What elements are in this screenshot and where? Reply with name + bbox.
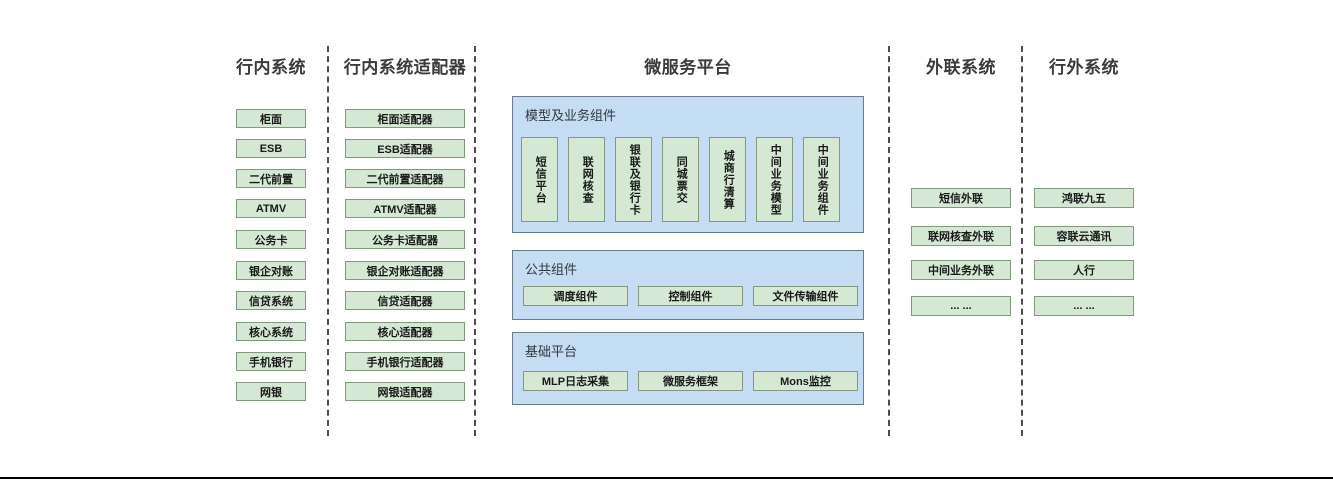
node-external-link-system[interactable]: ... ... [911, 296, 1011, 316]
node-business-component[interactable]: 短信平台 [521, 137, 558, 222]
divider-3 [888, 46, 890, 436]
node-internal-system[interactable]: 信贷系统 [236, 291, 306, 310]
divider-4 [1021, 46, 1023, 436]
node-internal-system[interactable]: 手机银行 [236, 352, 306, 371]
node-internal-system[interactable]: ESB [236, 139, 306, 158]
node-internal-system[interactable]: ATMV [236, 199, 306, 218]
column-title-internal-adapters: 行内系统适配器 [343, 58, 467, 77]
node-internal-adapter[interactable]: 信贷适配器 [345, 291, 465, 310]
node-outside-system[interactable]: 容联云通讯 [1034, 226, 1134, 246]
node-business-component[interactable]: 联网核查 [568, 137, 605, 222]
node-public-component[interactable]: 文件传输组件 [753, 286, 858, 306]
node-base-platform-component[interactable]: 微服务框架 [638, 371, 743, 391]
node-business-component[interactable]: 中间业务模型 [756, 137, 793, 222]
node-internal-system[interactable]: 网银 [236, 382, 306, 401]
node-internal-adapter[interactable]: 二代前置适配器 [345, 169, 465, 188]
node-internal-system[interactable]: 公务卡 [236, 230, 306, 249]
node-external-link-system[interactable]: 联网核查外联 [911, 226, 1011, 246]
node-internal-adapter[interactable]: 网银适配器 [345, 382, 465, 401]
node-outside-system[interactable]: 鸿联九五 [1034, 188, 1134, 208]
panel-public-components: 公共组件 [512, 250, 864, 320]
node-base-platform-component[interactable]: Mons监控 [753, 371, 858, 391]
node-business-component[interactable]: 中间业务组件 [803, 137, 840, 222]
node-internal-adapter[interactable]: 手机银行适配器 [345, 352, 465, 371]
node-internal-system[interactable]: 柜面 [236, 109, 306, 128]
node-business-component[interactable]: 同城票交 [662, 137, 699, 222]
node-external-link-system[interactable]: 短信外联 [911, 188, 1011, 208]
node-business-component[interactable]: 城商行清算 [709, 137, 746, 222]
node-business-component[interactable]: 银联及银行卡 [615, 137, 652, 222]
panel-title-model-and-business-components: 模型及业务组件 [525, 108, 617, 123]
divider-2 [474, 46, 476, 436]
node-internal-system[interactable]: 二代前置 [236, 169, 306, 188]
node-internal-adapter[interactable]: 柜面适配器 [345, 109, 465, 128]
node-public-component[interactable]: 控制组件 [638, 286, 743, 306]
column-title-outside-systems: 行外系统 [1049, 58, 1119, 77]
node-internal-adapter[interactable]: 核心适配器 [345, 322, 465, 341]
bottom-divider [0, 477, 1333, 479]
node-outside-system[interactable]: ... ... [1034, 296, 1134, 316]
node-internal-system[interactable]: 核心系统 [236, 322, 306, 341]
node-internal-adapter[interactable]: ESB适配器 [345, 139, 465, 158]
column-title-internal-systems: 行内系统 [236, 58, 306, 77]
panel-title-base-platform: 基础平台 [525, 344, 578, 359]
node-outside-system[interactable]: 人行 [1034, 260, 1134, 280]
column-title-microservice-platform: 微服务平台 [644, 58, 732, 77]
node-public-component[interactable]: 调度组件 [523, 286, 628, 306]
panel-title-public-components: 公共组件 [525, 262, 578, 277]
node-external-link-system[interactable]: 中间业务外联 [911, 260, 1011, 280]
node-internal-adapter[interactable]: 公务卡适配器 [345, 230, 465, 249]
column-title-external-link-systems: 外联系统 [926, 58, 996, 77]
panel-base-platform: 基础平台 [512, 332, 864, 405]
node-internal-adapter[interactable]: ATMV适配器 [345, 199, 465, 218]
divider-1 [327, 46, 329, 436]
node-internal-adapter[interactable]: 银企对账适配器 [345, 261, 465, 280]
node-internal-system[interactable]: 银企对账 [236, 261, 306, 280]
node-base-platform-component[interactable]: MLP日志采集 [523, 371, 628, 391]
